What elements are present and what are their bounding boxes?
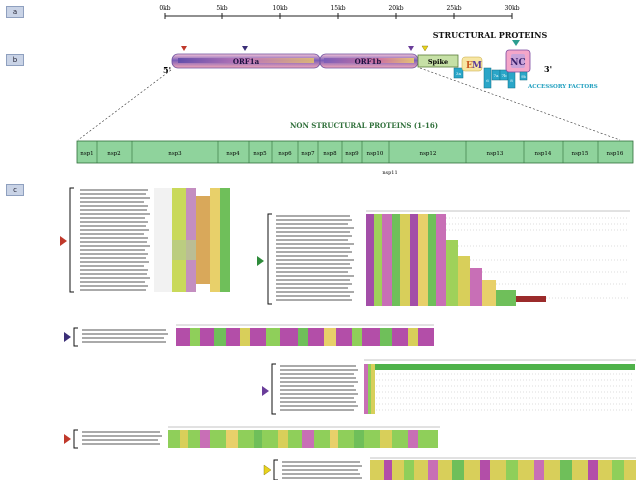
m-label: M xyxy=(472,61,482,71)
green-triangle-icon xyxy=(257,256,264,266)
alignment-block-5 xyxy=(64,427,440,448)
nsp-segment-label: nsp13 xyxy=(487,151,504,157)
sequence-name-lines xyxy=(282,462,362,478)
sequence-name-lines xyxy=(82,330,168,342)
nsp-bar: NON STRUCTURAL PROTEINS (1-16) nsp1 nsp2… xyxy=(77,121,633,176)
ruler-tick-label: 25kb xyxy=(446,5,461,12)
spike-label: Spike xyxy=(428,58,448,66)
ruler-tick-label: 30kb xyxy=(504,5,519,12)
orf9b-label: 9b xyxy=(521,75,526,79)
nsp-segment-label: nsp14 xyxy=(535,151,552,157)
orf3a-label: 3a xyxy=(456,71,462,76)
nsp-segment-label: nsp6 xyxy=(278,151,292,157)
orf1b-label: ORF1b xyxy=(355,57,382,66)
alignment-block-6 xyxy=(264,458,636,480)
three-prime-label: 3' xyxy=(544,64,552,74)
orf6-label: 6 xyxy=(486,78,489,83)
red-triangle-icon xyxy=(181,46,187,51)
alignment-block-3 xyxy=(64,325,434,346)
nsp11-label: nsp11 xyxy=(382,170,397,176)
alignment-block-4 xyxy=(262,360,636,414)
alignment-block-2 xyxy=(257,211,630,306)
purple-triangle-icon xyxy=(262,386,269,396)
alignment-block-1 xyxy=(60,188,230,292)
ruler-tick-label: 20kb xyxy=(388,5,403,12)
nsp-segment-label: nsp10 xyxy=(367,151,384,157)
yellow-triangle-icon xyxy=(264,465,271,475)
nsp-segment-label: nsp9 xyxy=(345,151,359,157)
ruler-tick-label: 10kb xyxy=(272,5,287,12)
orf7a-label: 7a xyxy=(494,73,500,78)
yellow-triangle-icon xyxy=(422,46,428,51)
sequence-name-lines xyxy=(280,366,358,410)
nsp-segment-label: nsp12 xyxy=(420,151,437,157)
nsp-segment-label: nsp5 xyxy=(253,151,267,157)
nsp-segment-label: nsp7 xyxy=(301,151,315,157)
nsp-segment-label: nsp16 xyxy=(607,151,624,157)
teal-triangle-icon xyxy=(512,40,520,46)
nsp-segment-label: nsp15 xyxy=(572,151,589,157)
nsp-segment-label: nsp1 xyxy=(80,151,93,157)
nsp-segment-label: nsp3 xyxy=(168,151,182,157)
ruler-tick-label: 15kb xyxy=(330,5,345,12)
orf7b-label: 7b xyxy=(501,73,507,78)
sequence-name-lines xyxy=(80,190,150,290)
genome-ruler: 0kb 5kb 10kb 15kb 20kb 25kb 30kb xyxy=(159,5,519,19)
sequence-name-lines xyxy=(276,216,354,300)
red-triangle-icon xyxy=(60,236,67,246)
structural-proteins-title: STRUCTURAL PROTEINS xyxy=(433,30,548,40)
nc-label: NC xyxy=(510,58,525,68)
sequence-name-lines xyxy=(82,432,162,444)
red-triangle-icon xyxy=(64,434,71,444)
five-prime-label: 5' xyxy=(163,65,171,75)
ruler-tick-label: 0kb xyxy=(159,5,170,12)
accessory-factors-label: ACCESSORY FACTORS xyxy=(527,84,598,90)
nsp-segment-label: nsp8 xyxy=(323,151,337,157)
ruler-tick-label: 5kb xyxy=(216,5,227,12)
purple-triangle-icon xyxy=(64,332,71,342)
nsp-title: NON STRUCTURAL PROTEINS (1-16) xyxy=(290,121,438,130)
orf1a-label: ORF1a xyxy=(233,57,260,66)
purple-triangle-icon xyxy=(408,46,414,51)
orf8-label: 8 xyxy=(510,78,513,83)
purple-triangle-icon xyxy=(242,46,248,51)
nsp-segment-label: nsp2 xyxy=(107,151,120,157)
nsp-segment-label: nsp4 xyxy=(226,151,240,157)
